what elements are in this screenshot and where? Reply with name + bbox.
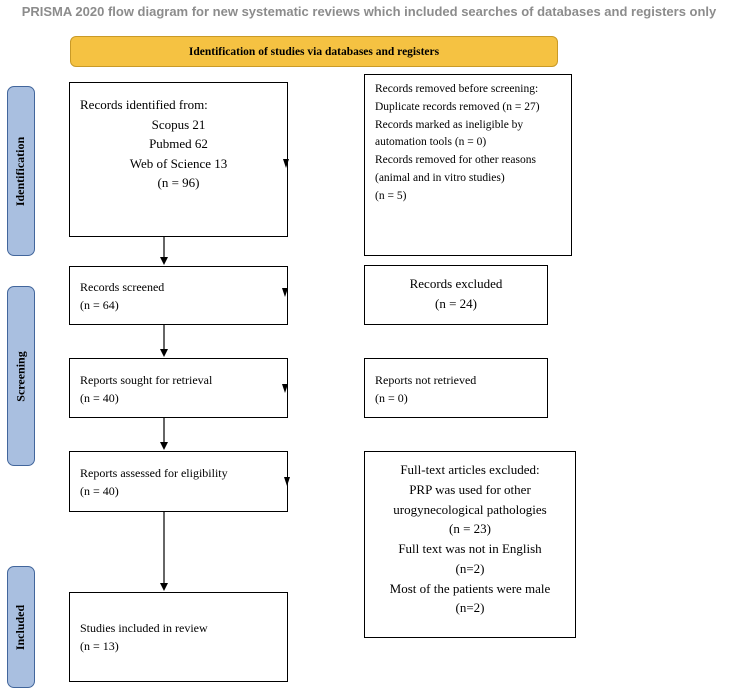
reports-sought-box: Reports sought for retrieval (n = 40) [69,358,288,418]
records-removed-box: Records removed before screening: Duplic… [364,74,572,256]
excluded-male-patients: Most of the patients were male (n=2) [389,580,551,616]
excluded-other-pathologies-count: (n = 23) [449,521,491,537]
phase-identification: Identification [7,86,35,256]
reports-assessed-count: (n = 40) [80,484,119,498]
records-excluded-count: (n = 24) [435,295,477,311]
fulltext-excluded-heading: Full-text articles excluded: [400,462,540,477]
arrow-to-fulltext-excluded [284,477,290,486]
records-screened-count: (n = 64) [80,298,119,312]
phase-included: Included [7,566,35,688]
phase-screening: Screening [7,286,35,466]
records-identified-count: (n = 96) [157,175,200,190]
reports-not-retrieved-label: Reports not retrieved [375,373,477,387]
records-screened-label: Records screened [80,280,165,294]
source-pubmed: Pubmed 62 [149,136,208,151]
records-excluded-box: Records excluded (n = 24) [364,265,548,325]
identification-header: Identification of studies via databases … [70,36,558,67]
reports-not-retrieved-count: (n = 0) [375,391,408,405]
reports-sought-label: Reports sought for retrieval [80,373,213,387]
studies-included-label: Studies included in review [80,621,208,635]
records-identified-box: Records identified from: Scopus 21 Pubme… [69,82,288,237]
excluded-not-english: Full text was not in English [398,541,542,556]
removed-duplicates: Records removed before screening: Duplic… [375,83,540,113]
excluded-other-pathologies: PRP was used for other urogynecological … [393,481,547,517]
reports-assessed-label: Reports assessed for eligibility [80,466,228,480]
removed-other-count: (n = 5) [375,189,407,202]
arrow-to-records-removed [283,159,289,168]
fulltext-excluded-box: Full-text articles excluded: PRP was use… [364,451,576,638]
excluded-not-english-count: (n=2) [455,560,485,576]
removed-other-reasons: Records removed for other reasons (anima… [375,154,536,185]
arrow-to-reports-not-retrieved [282,384,288,393]
records-screened-box: Records screened (n = 64) [69,266,288,325]
diagram-title: PRISMA 2020 flow diagram for new systema… [21,4,717,19]
reports-not-retrieved-box: Reports not retrieved (n = 0) [364,358,548,418]
records-excluded-label: Records excluded [409,276,503,291]
records-identified-heading: Records identified from: [80,97,208,112]
studies-included-box: Studies included in review (n = 13) [69,592,288,682]
reports-sought-count: (n = 40) [80,391,119,405]
studies-included-count: (n = 13) [80,639,119,653]
source-web-of-science: Web of Science 13 [129,155,228,171]
arrow-to-records-excluded [282,288,288,297]
source-scopus: Scopus 21 [151,116,206,132]
removed-automation: Records marked as ineligible by automati… [375,118,524,149]
